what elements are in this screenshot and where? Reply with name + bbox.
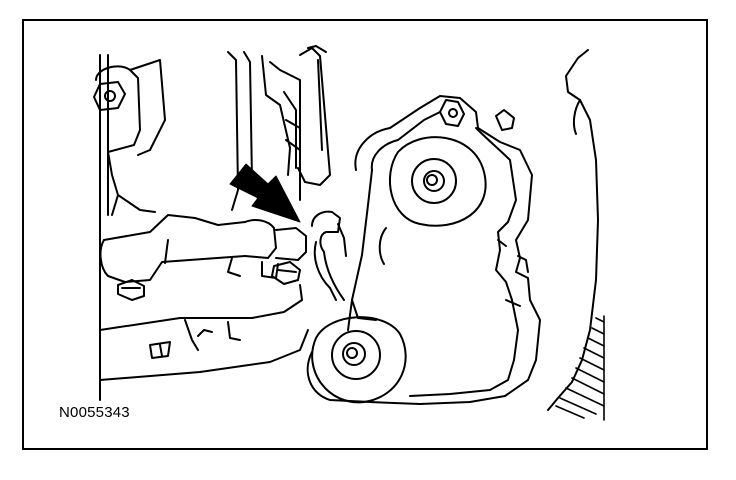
left-bracket-assembly (95, 54, 166, 401)
ribbed-hose (555, 315, 605, 421)
top-left-bolt-icon (93, 81, 126, 111)
lower-right-bolt-icon (271, 261, 301, 285)
connecting-link (99, 214, 307, 283)
plate-slot (495, 109, 515, 131)
bracket-hook (311, 210, 347, 301)
upper-bushing-icon (388, 136, 487, 227)
plate-top-tab (439, 99, 465, 127)
figure-id-label: N0055343 (59, 404, 130, 421)
lower-bushing-icon (311, 316, 407, 404)
mount-plate (306, 95, 541, 405)
lower-panel (99, 284, 309, 381)
plate-edge-notches (497, 239, 529, 307)
callout-arrow-icon (229, 163, 301, 223)
right-housing (547, 49, 599, 411)
lower-left-bolt-icon (117, 279, 145, 301)
